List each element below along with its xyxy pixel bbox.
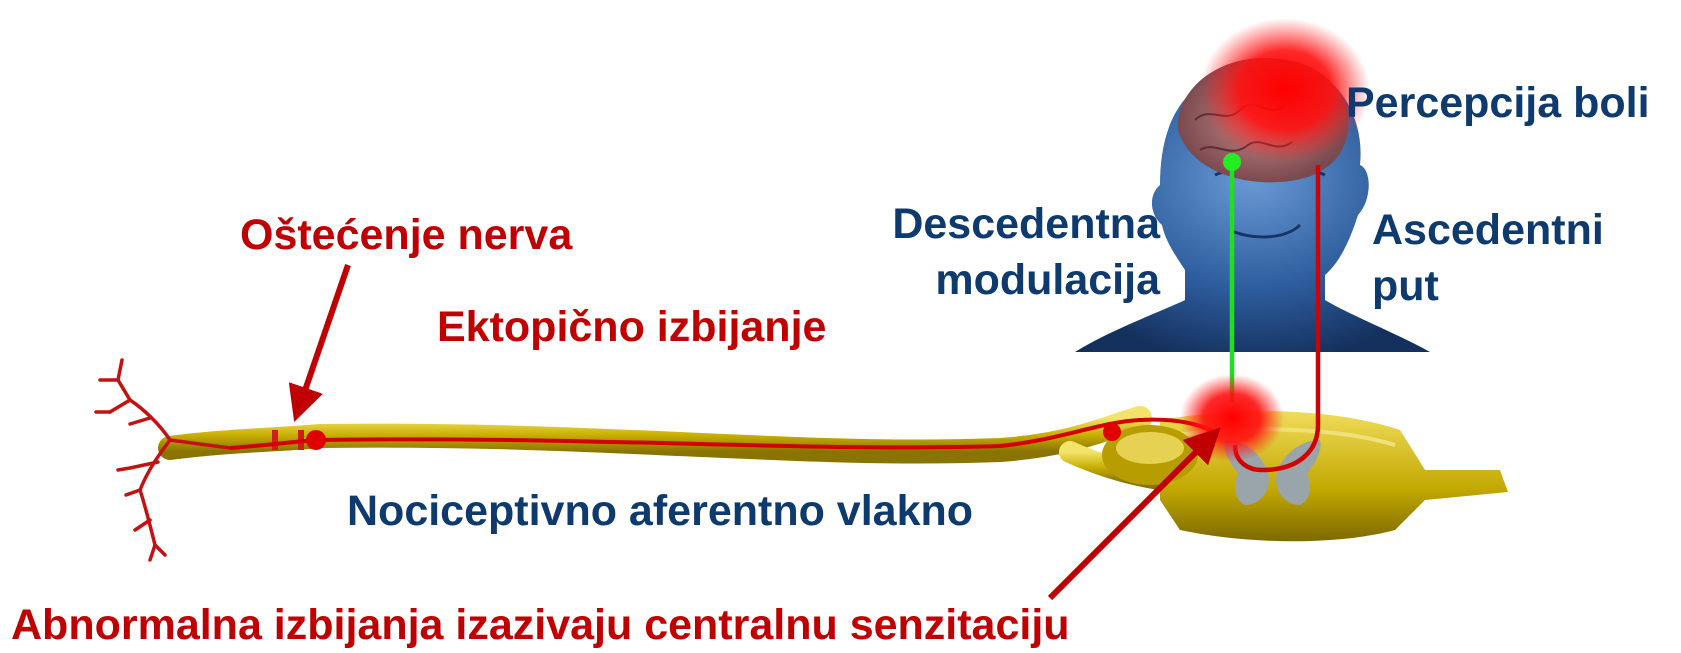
central-sensitization-arrow (1047, 427, 1221, 601)
descending-label-line2: modulacija (935, 256, 1160, 304)
descending-origin-dot (1223, 153, 1241, 171)
nerve-damage-label: Oštećenje nerva (240, 211, 573, 259)
ascending-label-line1: Ascedentni (1372, 206, 1604, 254)
central-sensitization-label: Abnormalna izbijanja izazivaju centralnu… (11, 601, 1070, 649)
injury-band (272, 430, 278, 450)
ganglion-signal-dot (1103, 423, 1121, 441)
nociceptive-fiber (158, 406, 1201, 493)
nerve-endings (94, 358, 232, 562)
brain-pain-glow (1200, 18, 1370, 162)
descending-label-line1: Descedentna (892, 200, 1160, 248)
pain-perception-label: Percepcija boli (1346, 79, 1650, 127)
nerve-damage-arrow (288, 264, 351, 423)
ectopic-focus-dot (306, 430, 326, 450)
ectopic-discharge-label: Ektopično izbijanje (437, 303, 827, 351)
ascending-pathway-label: Ascedentni put (1372, 202, 1604, 314)
spinal-cord (1102, 411, 1508, 542)
nociceptive-fiber-label: Nociceptivno aferentno vlakno (347, 487, 974, 535)
ascending-label-line2: put (1372, 262, 1439, 310)
descending-modulation-label: Descedentna modulacija (840, 196, 1160, 308)
